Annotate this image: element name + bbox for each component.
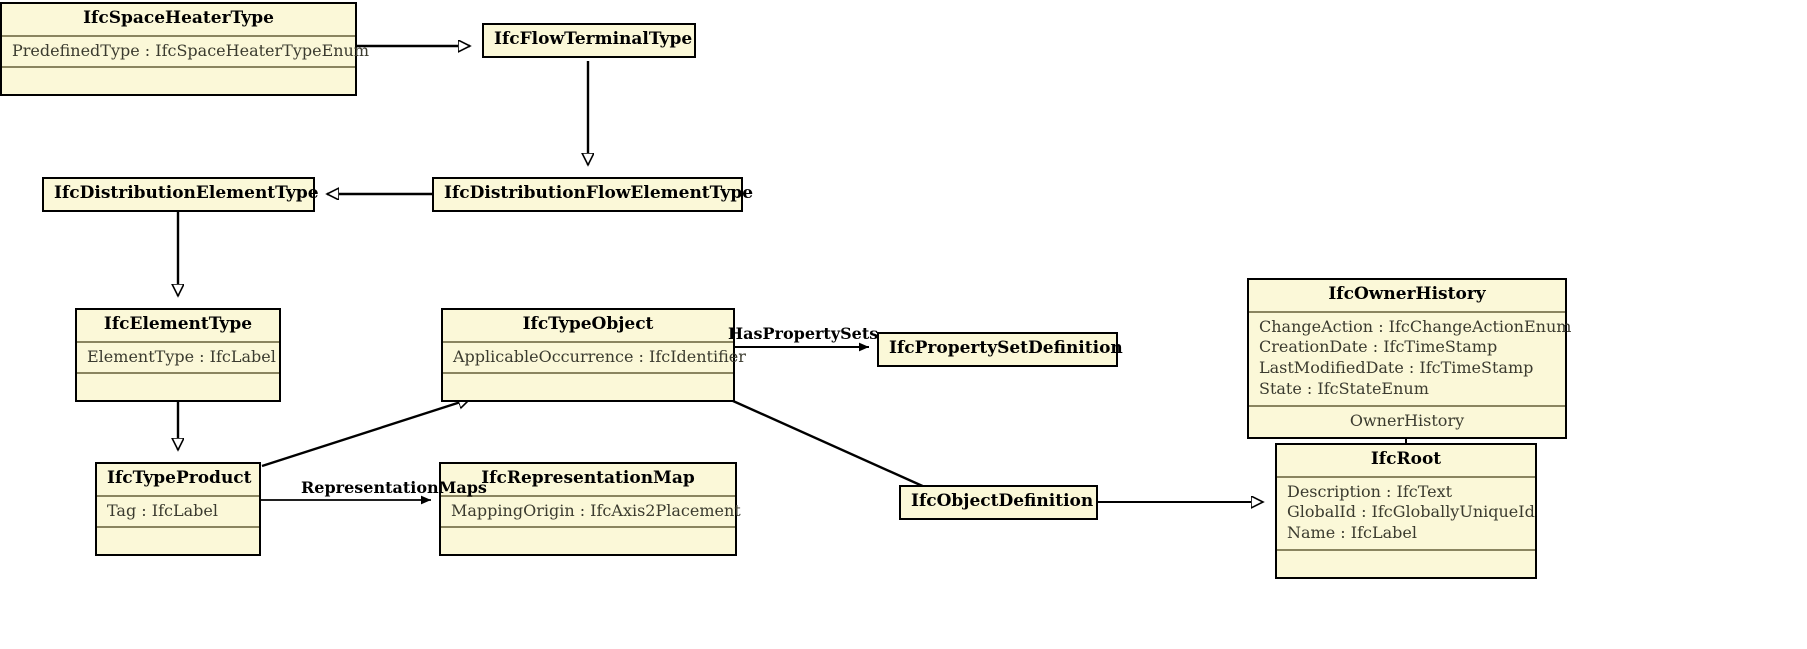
- class-operations: [77, 372, 279, 400]
- uml-class-ifcelementtype[interactable]: IfcElementType ElementType : IfcLabel: [75, 308, 281, 403]
- class-operations: [1277, 548, 1535, 577]
- class-attributes: Description : IfcText GlobalId : IfcGlob…: [1277, 475, 1535, 549]
- attribute-row: MappingOrigin : IfcAxis2Placement: [451, 500, 741, 520]
- attribute-row: Name : IfcLabel: [1287, 523, 1417, 543]
- uml-class-ifcdistributionelementtype[interactable]: IfcDistributionElementType: [42, 177, 319, 212]
- uml-class-ifcrepresentationmap[interactable]: IfcRepresentationMap MappingOrigin : Ifc…: [439, 462, 741, 557]
- attribute-row: State : IfcStateEnum: [1259, 378, 1429, 398]
- attribute-row: Description : IfcText: [1287, 481, 1453, 501]
- uml-class-ifcflowterminaltype[interactable]: IfcFlowTerminalType: [482, 23, 696, 58]
- class-operations: OwnerHistory: [1249, 404, 1565, 437]
- class-operations: [2, 66, 355, 94]
- class-attributes: PredefinedType : IfcSpaceHeaterTypeEnum: [2, 34, 370, 67]
- attribute-row: ApplicableOccurrence : IfcIdentifier: [453, 346, 746, 366]
- uml-class-ifcroot[interactable]: IfcRoot Description : IfcText GlobalId :…: [1275, 443, 1537, 579]
- edge-label-haspropertysets: HasPropertySets: [728, 324, 879, 343]
- uml-class-ifcobjectdefinition[interactable]: IfcObjectDefinition: [899, 485, 1098, 520]
- attribute-row: ElementType : IfcLabel: [87, 346, 276, 366]
- edge-label-representationmaps: RepresentationMaps: [301, 478, 487, 497]
- class-title: IfcElementType: [103, 314, 253, 334]
- edge-typeobject-to-objectdefinition: [712, 390, 947, 497]
- class-title: IfcTypeObject: [522, 314, 654, 334]
- class-attributes: MappingOrigin : IfcAxis2Placement: [441, 494, 741, 527]
- class-attributes: ChangeAction : IfcChangeActionEnum Creat…: [1249, 310, 1572, 405]
- class-title: IfcTypeProduct: [107, 468, 252, 488]
- class-title: IfcFlowTerminalType: [494, 29, 693, 49]
- attribute-row: PredefinedType : IfcSpaceHeaterTypeEnum: [12, 40, 370, 60]
- class-title: IfcDistributionElementType: [54, 183, 319, 203]
- edge-typeproduct-to-typeobject: [261, 399, 470, 468]
- attribute-row: ChangeAction : IfcChangeActionEnum: [1259, 316, 1572, 336]
- attribute-row: Tag : IfcLabel: [107, 500, 218, 520]
- class-title: IfcObjectDefinition: [911, 491, 1094, 511]
- owner-history-role-label: OwnerHistory: [1349, 410, 1465, 430]
- class-title: IfcDistributionFlowElementType: [444, 183, 754, 203]
- attribute-row: LastModifiedDate : IfcTimeStamp: [1259, 358, 1534, 378]
- class-attributes: Tag : IfcLabel: [97, 494, 259, 527]
- class-attributes: ElementType : IfcLabel: [77, 340, 279, 373]
- attribute-row: CreationDate : IfcTimeStamp: [1259, 337, 1498, 357]
- class-attributes: ApplicableOccurrence : IfcIdentifier: [443, 340, 746, 373]
- attribute-row: GlobalId : IfcGloballyUniqueId: [1287, 502, 1535, 522]
- uml-class-ifctypeproduct[interactable]: IfcTypeProduct Tag : IfcLabel: [95, 462, 261, 557]
- uml-class-ifcpropertysetdefinition[interactable]: IfcPropertySetDefinition: [877, 332, 1123, 367]
- class-title: IfcPropertySetDefinition: [889, 338, 1123, 358]
- uml-class-ifcownerhistory[interactable]: IfcOwnerHistory ChangeAction : IfcChange…: [1247, 278, 1572, 439]
- uml-class-ifcdistributionflowelementtype[interactable]: IfcDistributionFlowElementType: [432, 177, 754, 212]
- class-title: IfcRoot: [1370, 449, 1442, 469]
- class-operations: [97, 526, 259, 554]
- class-operations: [441, 526, 735, 554]
- class-title: IfcRepresentationMap: [481, 468, 695, 488]
- class-title: IfcSpaceHeaterType: [83, 8, 274, 28]
- uml-class-ifcspaceheatertype[interactable]: IfcSpaceHeaterType PredefinedType : IfcS…: [0, 2, 370, 97]
- class-title: IfcOwnerHistory: [1328, 284, 1486, 304]
- class-operations: [443, 372, 733, 400]
- uml-class-ifctypeobject[interactable]: IfcTypeObject ApplicableOccurrence : Ifc…: [441, 308, 746, 403]
